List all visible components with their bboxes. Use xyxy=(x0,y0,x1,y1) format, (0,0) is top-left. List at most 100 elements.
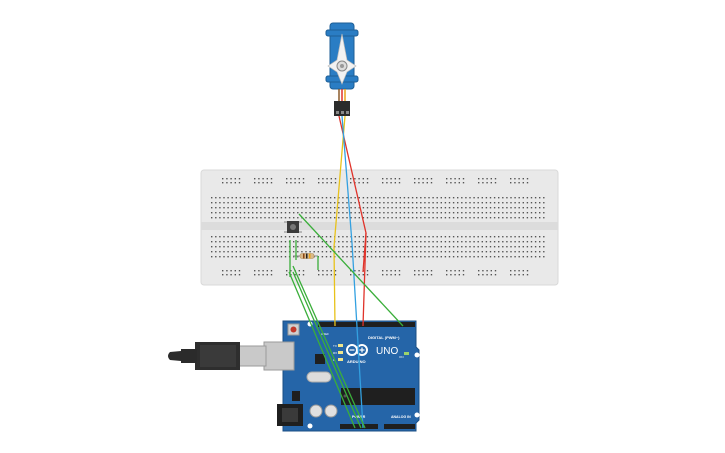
breadboard-hole[interactable] xyxy=(502,246,504,248)
breadboard-hole[interactable] xyxy=(215,256,217,258)
breadboard-hole[interactable] xyxy=(338,236,340,238)
breadboard-hole[interactable] xyxy=(518,207,520,209)
breadboard-hole[interactable] xyxy=(391,217,393,219)
breadboard-hole[interactable] xyxy=(522,217,524,219)
breadboard-hole[interactable] xyxy=(350,241,352,243)
breadboard-hole[interactable] xyxy=(247,256,250,258)
breadboard-hole[interactable] xyxy=(254,270,256,272)
breadboard-hole[interactable] xyxy=(494,182,497,184)
breadboard-hole[interactable] xyxy=(264,251,266,253)
breadboard-hole[interactable] xyxy=(526,251,529,253)
breadboard-hole[interactable] xyxy=(301,202,303,204)
breadboard-hole[interactable] xyxy=(317,246,319,248)
breadboard-hole[interactable] xyxy=(543,246,545,248)
breadboard-hole[interactable] xyxy=(317,241,319,243)
breadboard-hole[interactable] xyxy=(350,270,352,272)
breadboard-hole[interactable] xyxy=(506,207,508,209)
breadboard-hole[interactable] xyxy=(321,212,324,214)
breadboard-hole[interactable] xyxy=(325,246,328,248)
breadboard-hole[interactable] xyxy=(481,241,483,243)
breadboard-hole[interactable] xyxy=(309,251,311,253)
breadboard-hole[interactable] xyxy=(325,256,328,258)
breadboard-hole[interactable] xyxy=(309,207,311,209)
breadboard-hole[interactable] xyxy=(436,217,438,219)
breadboard-hole[interactable] xyxy=(424,212,426,214)
breadboard-hole[interactable] xyxy=(268,207,270,209)
breadboard-hole[interactable] xyxy=(234,178,236,180)
breadboard-hole[interactable] xyxy=(346,236,348,238)
breadboard-hole[interactable] xyxy=(426,270,428,272)
breadboard-hole[interactable] xyxy=(514,182,516,184)
breadboard-hole[interactable] xyxy=(235,241,237,243)
breadboard-hole[interactable] xyxy=(272,236,274,238)
breadboard-hole[interactable] xyxy=(366,182,369,184)
breadboard-hole[interactable] xyxy=(293,197,295,199)
breadboard-hole[interactable] xyxy=(422,274,424,276)
breadboard-hole[interactable] xyxy=(288,212,291,214)
breadboard-hole[interactable] xyxy=(469,256,471,258)
breadboard-hole[interactable] xyxy=(272,251,274,253)
breadboard-hole[interactable] xyxy=(358,197,360,199)
breadboard-hole[interactable] xyxy=(338,207,340,209)
breadboard-hole[interactable] xyxy=(362,202,365,204)
breadboard-hole[interactable] xyxy=(313,217,315,219)
breadboard-hole[interactable] xyxy=(485,207,488,209)
breadboard-hole[interactable] xyxy=(490,274,492,276)
breadboard-hole[interactable] xyxy=(252,202,254,204)
breadboard-hole[interactable] xyxy=(403,197,406,199)
breadboard-hole[interactable] xyxy=(358,207,360,209)
breadboard-hole[interactable] xyxy=(231,241,233,243)
breadboard-hole[interactable] xyxy=(444,256,447,258)
breadboard-hole[interactable] xyxy=(247,212,250,214)
breadboard-hole[interactable] xyxy=(482,270,484,272)
breadboard-hole[interactable] xyxy=(272,207,274,209)
breadboard-hole[interactable] xyxy=(256,197,258,199)
breadboard-hole[interactable] xyxy=(219,207,221,209)
breadboard-hole[interactable] xyxy=(334,274,337,276)
breadboard-hole[interactable] xyxy=(506,236,508,238)
breadboard-hole[interactable] xyxy=(325,207,328,209)
breadboard-hole[interactable] xyxy=(498,236,500,238)
breadboard-hole[interactable] xyxy=(358,270,360,272)
breadboard-hole[interactable] xyxy=(510,236,512,238)
breadboard-hole[interactable] xyxy=(506,197,508,199)
breadboard-hole[interactable] xyxy=(526,207,529,209)
breadboard-hole[interactable] xyxy=(362,178,364,180)
breadboard-hole[interactable] xyxy=(264,256,266,258)
breadboard-hole[interactable] xyxy=(318,270,320,272)
pushbutton-icon[interactable] xyxy=(284,221,302,233)
breadboard-hole[interactable] xyxy=(446,182,448,184)
breadboard-hole[interactable] xyxy=(489,217,492,219)
breadboard-hole[interactable] xyxy=(276,202,278,204)
breadboard-hole[interactable] xyxy=(284,241,287,243)
breadboard-hole[interactable] xyxy=(366,202,369,204)
breadboard-hole[interactable] xyxy=(543,217,545,219)
breadboard-hole[interactable] xyxy=(469,202,471,204)
breadboard-hole[interactable] xyxy=(358,241,360,243)
breadboard-hole[interactable] xyxy=(268,217,270,219)
breadboard-hole[interactable] xyxy=(239,197,242,199)
breadboard-hole[interactable] xyxy=(458,182,460,184)
breadboard-hole[interactable] xyxy=(211,241,213,243)
breadboard-hole[interactable] xyxy=(370,217,373,219)
breadboard-hole[interactable] xyxy=(407,241,410,243)
breadboard-hole[interactable] xyxy=(358,178,360,180)
breadboard-hole[interactable] xyxy=(238,274,241,276)
breadboard-hole[interactable] xyxy=(420,207,422,209)
breadboard-hole[interactable] xyxy=(485,217,488,219)
breadboard-hole[interactable] xyxy=(452,202,455,204)
breadboard-hole[interactable] xyxy=(399,197,401,199)
breadboard-hole[interactable] xyxy=(518,202,520,204)
breadboard-hole[interactable] xyxy=(481,251,483,253)
breadboard-hole[interactable] xyxy=(461,256,463,258)
breadboard-hole[interactable] xyxy=(399,256,401,258)
breadboard-hole[interactable] xyxy=(383,212,385,214)
breadboard-hole[interactable] xyxy=(293,246,295,248)
breadboard-hole[interactable] xyxy=(432,241,434,243)
breadboard-hole[interactable] xyxy=(440,217,442,219)
breadboard-hole[interactable] xyxy=(399,246,401,248)
breadboard-hole[interactable] xyxy=(426,178,428,180)
breadboard-hole[interactable] xyxy=(264,202,266,204)
resistor-icon[interactable] xyxy=(293,253,318,259)
breadboard-hole[interactable] xyxy=(293,256,295,258)
